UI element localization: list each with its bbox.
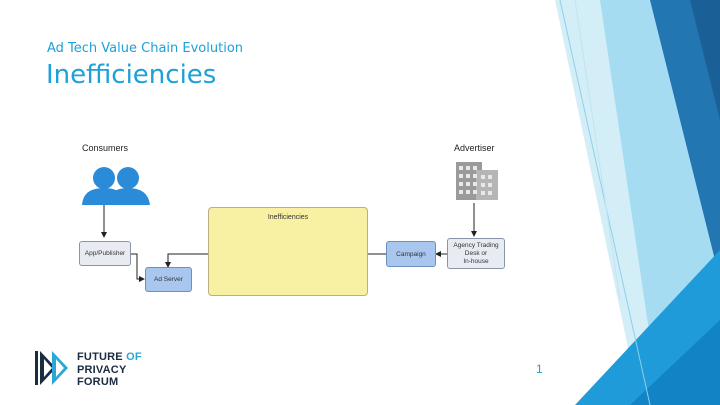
inefficiencies-box: Inefficiencies	[208, 207, 368, 296]
logo-privacy: PRIVACY	[77, 363, 127, 376]
slide-subtitle: Ad Tech Value Chain Evolution	[47, 41, 244, 56]
slide-title: Inefficiencies	[46, 60, 217, 90]
ad-server-box: Ad Server	[145, 267, 192, 292]
agency-label-line2: Desk or	[464, 249, 488, 257]
page-number: 1	[536, 362, 543, 376]
app-publisher-label: App/Publisher	[84, 250, 126, 257]
app-publisher-box: App/Publisher	[79, 241, 131, 266]
ad-server-label: Ad Server	[154, 276, 183, 283]
campaign-box: Campaign	[386, 241, 436, 267]
consumers-label: Consumers	[82, 143, 129, 153]
agency-label-line1: Agency Trading	[453, 241, 499, 249]
advertiser-label: Advertiser	[454, 143, 495, 153]
campaign-label: Campaign	[396, 250, 426, 258]
agency-label-line3: In-house	[463, 257, 489, 265]
fpf-logo-text: FUTURE OF PRIVACY FORUM	[77, 351, 142, 389]
logo-future: FUTURE	[77, 351, 123, 363]
building-icon	[456, 162, 498, 200]
inefficiencies-label: Inefficiencies	[267, 214, 309, 221]
fpf-logo-icon	[35, 351, 68, 385]
logo-of: OF	[126, 351, 142, 363]
logo-forum: FORUM	[77, 376, 119, 388]
consumers-icon	[82, 167, 150, 205]
agency-box: Agency Trading Desk or In-house	[447, 238, 505, 269]
